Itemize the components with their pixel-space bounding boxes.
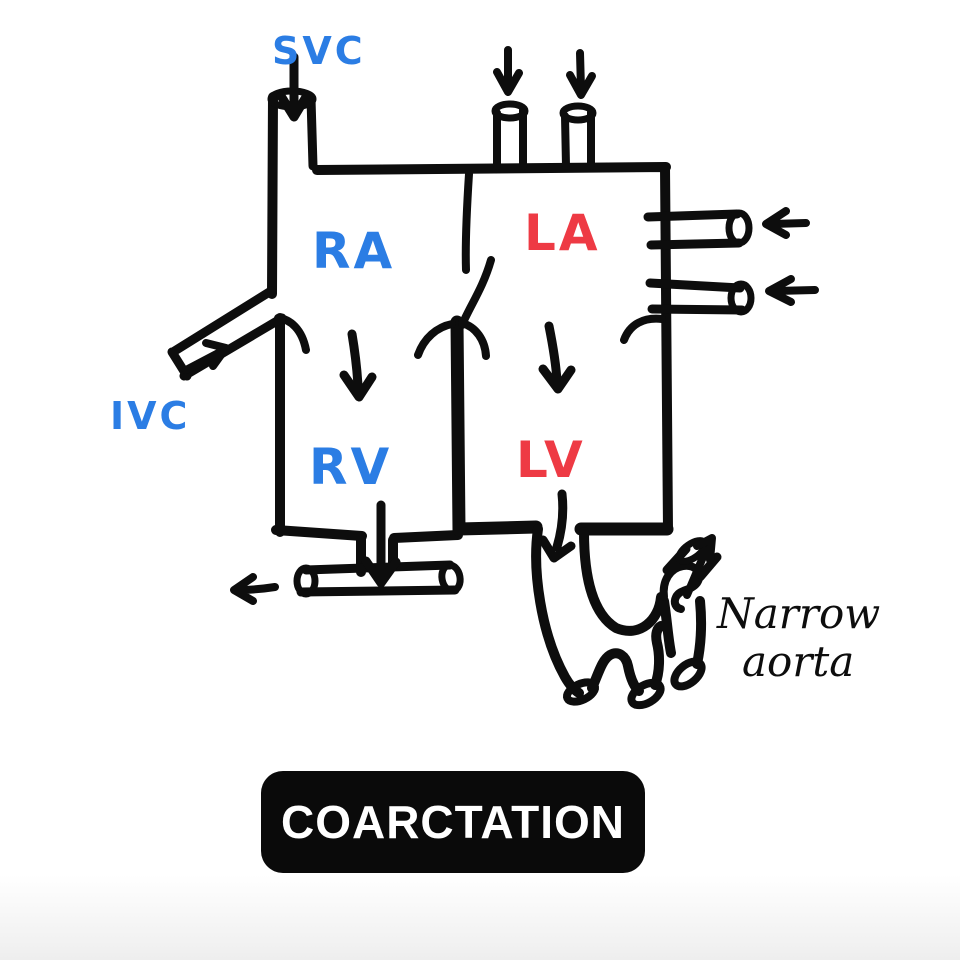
aorta-outflow-arrow <box>683 534 716 599</box>
aorta-foot-middle <box>627 678 665 710</box>
narrow-aorta-annotation-line1: Narrow <box>716 589 880 638</box>
pulmonary-vein-right-lower-arrow <box>765 275 819 306</box>
la-label: LA <box>524 204 601 262</box>
heart-outer-walls <box>267 92 673 577</box>
pulmonary-vein-right-lower <box>645 275 819 316</box>
svc-vessel <box>267 52 318 171</box>
ivc-tube <box>167 286 287 381</box>
title-badge-label: COARCTATION <box>280 796 626 848</box>
ivc-label: IVC <box>110 394 190 438</box>
pulmonary-vein-top-right-arrow <box>566 49 596 99</box>
ivc-inflow-arrow <box>182 339 230 374</box>
rv-label: RV <box>309 438 392 496</box>
pulmonary-artery-outflow-arrow <box>230 573 279 605</box>
pulmonary-vein-right-upper-mouth <box>725 209 753 247</box>
pulmonary-artery <box>230 500 464 605</box>
pulmonary-vein-right-upper-tube <box>643 209 744 250</box>
aorta-foot-left <box>562 678 600 706</box>
pulmonary-vein-top-right <box>559 49 597 170</box>
la-to-lv-arrow <box>538 321 576 394</box>
narrow-aorta-annotation-line2: aorta <box>742 637 854 686</box>
ventricular-septum-and-floor <box>450 315 674 537</box>
pulmonary-artery-left-mouth <box>293 564 319 598</box>
svc-inflow-arrow <box>276 52 311 122</box>
lv-label: LV <box>516 431 586 489</box>
pulmonary-vein-top-right-tube <box>561 108 595 170</box>
pulmonary-vein-right-lower-mouth <box>727 280 755 316</box>
coarctation-pinch <box>659 561 704 613</box>
pulmonary-vein-top-right-mouth <box>559 102 597 124</box>
atrial-septum <box>458 170 495 329</box>
pulmonary-vein-right-upper <box>643 207 810 250</box>
aorta <box>531 489 722 710</box>
aorta-body <box>531 524 706 698</box>
title-badge: COARCTATION <box>261 771 645 873</box>
pulmonary-artery-right-mouth <box>438 561 464 595</box>
pulmonary-vein-top-left-mouth <box>491 100 529 122</box>
aorta-foot-right <box>670 657 706 691</box>
av-valve-leaflets <box>274 314 666 360</box>
ra-to-rv-arrow <box>339 329 377 402</box>
ivc-vessel <box>167 286 287 381</box>
pulmonary-vein-top-left <box>491 46 529 170</box>
pulmonary-vein-top-left-arrow <box>493 46 523 96</box>
pulmonary-vein-top-left-tube <box>493 106 527 170</box>
ra-label: RA <box>312 222 395 280</box>
svc-label: SVC <box>272 29 366 73</box>
pulmonary-vein-right-upper-arrow <box>762 207 810 239</box>
pulmonary-vein-right-lower-tube <box>645 278 747 315</box>
rv-to-pulmonary-artery-arrow <box>361 500 401 588</box>
lv-to-aorta-arrow <box>538 489 576 563</box>
heart-chamber-walls <box>267 92 674 577</box>
svc-tube <box>306 94 318 171</box>
